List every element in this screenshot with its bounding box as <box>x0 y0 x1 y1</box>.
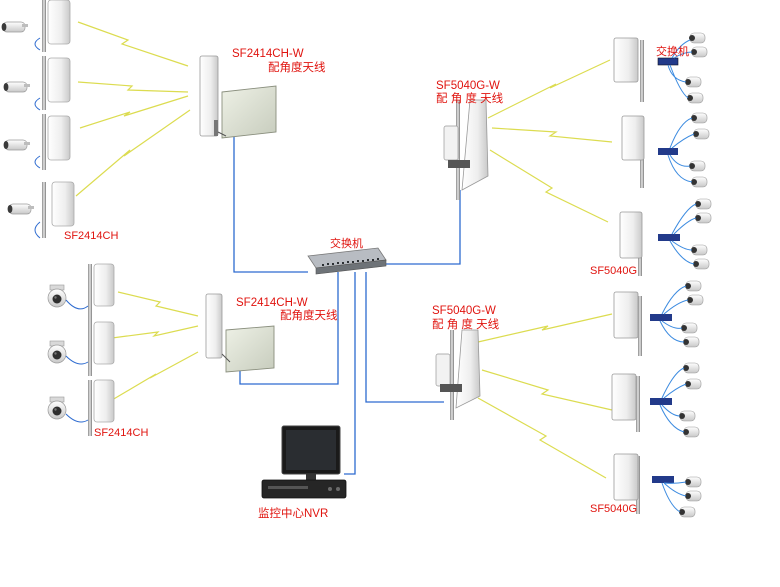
sector-antenna-bottom <box>435 329 481 420</box>
dome-camera-icon <box>47 396 67 420</box>
switch-icon <box>652 476 674 483</box>
link-ap2 <box>77 81 189 93</box>
sector-bottom-desc-label: 配 角 度 天线 <box>432 319 500 331</box>
switch-icon <box>650 398 672 405</box>
bullet-camera-icon <box>3 139 31 151</box>
ap-unit-2 <box>3 56 71 111</box>
link-ap1 <box>77 21 189 67</box>
switch-icon <box>650 314 672 321</box>
camera-icon <box>694 198 712 210</box>
cpe-unit-1 <box>613 32 708 104</box>
cable-switch-basebottom <box>239 272 339 385</box>
camera-icon <box>678 410 696 422</box>
base-bottom-desc-label: 配角度天线 <box>280 310 338 322</box>
sector-antenna-top <box>443 99 489 200</box>
cpe-group-top-label: SF5040G <box>590 265 638 277</box>
remote-switch-label: 交换机 <box>656 46 689 58</box>
switch-icon <box>658 148 678 155</box>
ap-group-top <box>1 0 75 239</box>
camera-icon <box>688 160 706 172</box>
base-station-bottom <box>205 293 275 373</box>
ap-unit-6 <box>47 321 115 376</box>
camera-icon <box>682 426 700 438</box>
cpe-unit-5 <box>611 362 702 438</box>
wired-links <box>233 132 461 475</box>
ap-unit-5 <box>47 263 115 324</box>
camera-icon <box>692 258 710 270</box>
link-ap5 <box>117 291 199 317</box>
camera-icon <box>678 506 696 518</box>
camera-icon <box>684 476 702 488</box>
link-cpe6 <box>477 397 607 479</box>
ap-unit-7 <box>47 379 115 436</box>
link-cpe2 <box>491 127 613 143</box>
sector-bottom-model-label: SF5040G-W <box>432 305 496 317</box>
ap-group-bottom <box>47 263 115 436</box>
ap-unit-1 <box>1 0 71 52</box>
link-ap7 <box>111 351 199 401</box>
dome-camera-icon <box>47 284 67 308</box>
ap-unit-3 <box>3 114 71 170</box>
link-cpe3 <box>489 149 609 223</box>
switch-icon <box>657 57 679 66</box>
nvr-workstation <box>261 425 347 499</box>
link-cpe5 <box>481 369 613 411</box>
cable-switch-sectorbottom <box>365 272 444 403</box>
cable-switch-sectortop <box>382 190 461 265</box>
link-ap3 <box>79 95 189 129</box>
camera-icon <box>690 244 708 256</box>
cpe-unit-4 <box>613 280 704 356</box>
cpe-group-bottom-label: SF5040G <box>590 503 638 515</box>
camera-icon <box>690 46 708 58</box>
camera-icon <box>694 212 712 224</box>
cpe-group-top <box>613 32 712 276</box>
camera-icon <box>680 322 698 334</box>
central-switch <box>307 247 387 275</box>
cpe-group-bottom <box>611 280 704 518</box>
bullet-camera-icon <box>1 21 29 33</box>
ap-unit-4 <box>7 181 75 239</box>
camera-icon <box>690 112 708 124</box>
camera-icon <box>682 362 700 374</box>
ap-group-top-label: SF2414CH <box>64 230 119 242</box>
camera-icon <box>684 490 702 502</box>
bullet-camera-icon <box>3 81 31 93</box>
camera-icon <box>684 378 702 390</box>
sector-top-desc-label: 配 角 度 天线 <box>436 93 504 105</box>
base-station-top <box>199 55 277 139</box>
camera-icon <box>682 336 700 348</box>
cpe-unit-2 <box>621 112 710 188</box>
sector-top-model-label: SF5040G-W <box>436 80 500 92</box>
camera-icon <box>688 32 706 44</box>
link-ap4 <box>75 109 191 197</box>
camera-icon <box>690 176 708 188</box>
bullet-camera-icon <box>7 203 35 215</box>
camera-icon <box>686 92 704 104</box>
wireless-links <box>75 21 613 479</box>
cpe-unit-6 <box>613 453 702 518</box>
cable-switch-basetop <box>233 132 308 273</box>
link-ap6 <box>111 325 199 339</box>
base-top-model-label: SF2414CH-W <box>232 48 304 60</box>
link-cpe1 <box>487 59 611 119</box>
camera-icon <box>684 76 702 88</box>
base-bottom-model-label: SF2414CH-W <box>236 297 308 309</box>
central-switch-label: 交换机 <box>330 238 363 250</box>
camera-icon <box>686 294 704 306</box>
switch-icon <box>658 234 680 241</box>
dome-camera-icon <box>47 340 67 364</box>
cable-switch-nvr <box>344 272 356 475</box>
ap-group-bottom-label: SF2414CH <box>94 427 149 439</box>
camera-icon <box>692 128 710 140</box>
camera-icon <box>684 280 702 292</box>
cpe-unit-3 <box>619 198 712 276</box>
nvr-label: 监控中心NVR <box>258 508 329 520</box>
link-cpe4 <box>477 313 613 343</box>
base-top-desc-label: 配角度天线 <box>268 62 326 74</box>
